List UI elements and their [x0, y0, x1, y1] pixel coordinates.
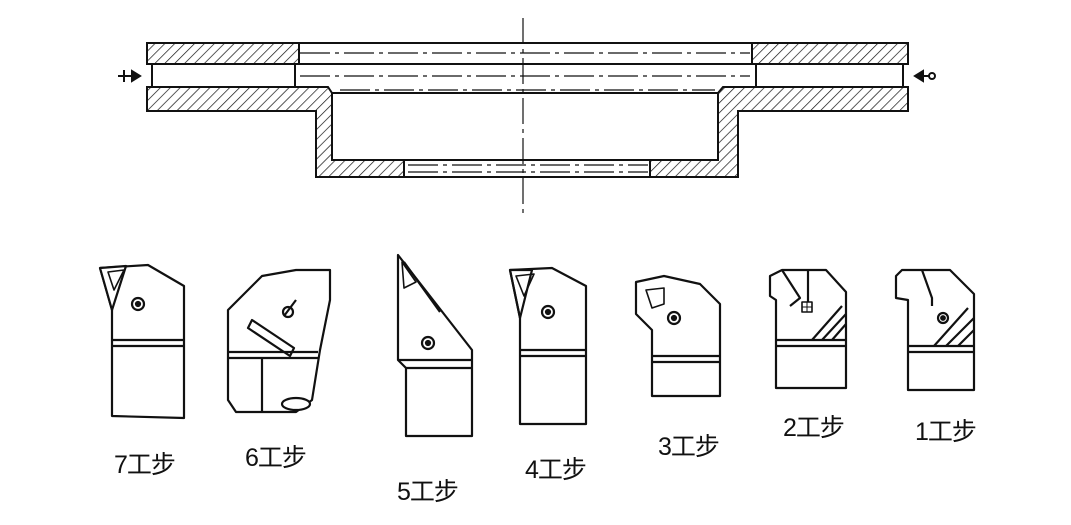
body-wall-left	[146, 86, 405, 178]
centerline	[300, 18, 750, 216]
top-flange-right	[751, 42, 909, 65]
tool-step-6	[226, 268, 332, 414]
step-label-3: 3工步	[658, 433, 720, 461]
body-wall-right	[649, 86, 909, 178]
step-label-1: 1工步	[915, 418, 977, 446]
clamp-arrow-right-icon	[913, 69, 936, 83]
step-label-6: 6工步	[245, 444, 307, 472]
top-flange-left	[146, 42, 300, 65]
tool-step-3	[634, 274, 722, 398]
step-label-2: 2工步	[783, 414, 845, 442]
step-label-5: 5工步	[397, 478, 459, 506]
step-label-7: 7工步	[114, 451, 176, 479]
step-label-4: 4工步	[525, 456, 587, 484]
clamp-arrow-left-icon	[118, 69, 142, 83]
tool-step-7	[98, 263, 186, 420]
tool-step-4	[508, 266, 588, 426]
tool-step-5	[396, 253, 474, 438]
tool-step-2	[768, 268, 848, 390]
tool-step-1	[894, 268, 976, 392]
part-cross-section	[146, 42, 909, 178]
